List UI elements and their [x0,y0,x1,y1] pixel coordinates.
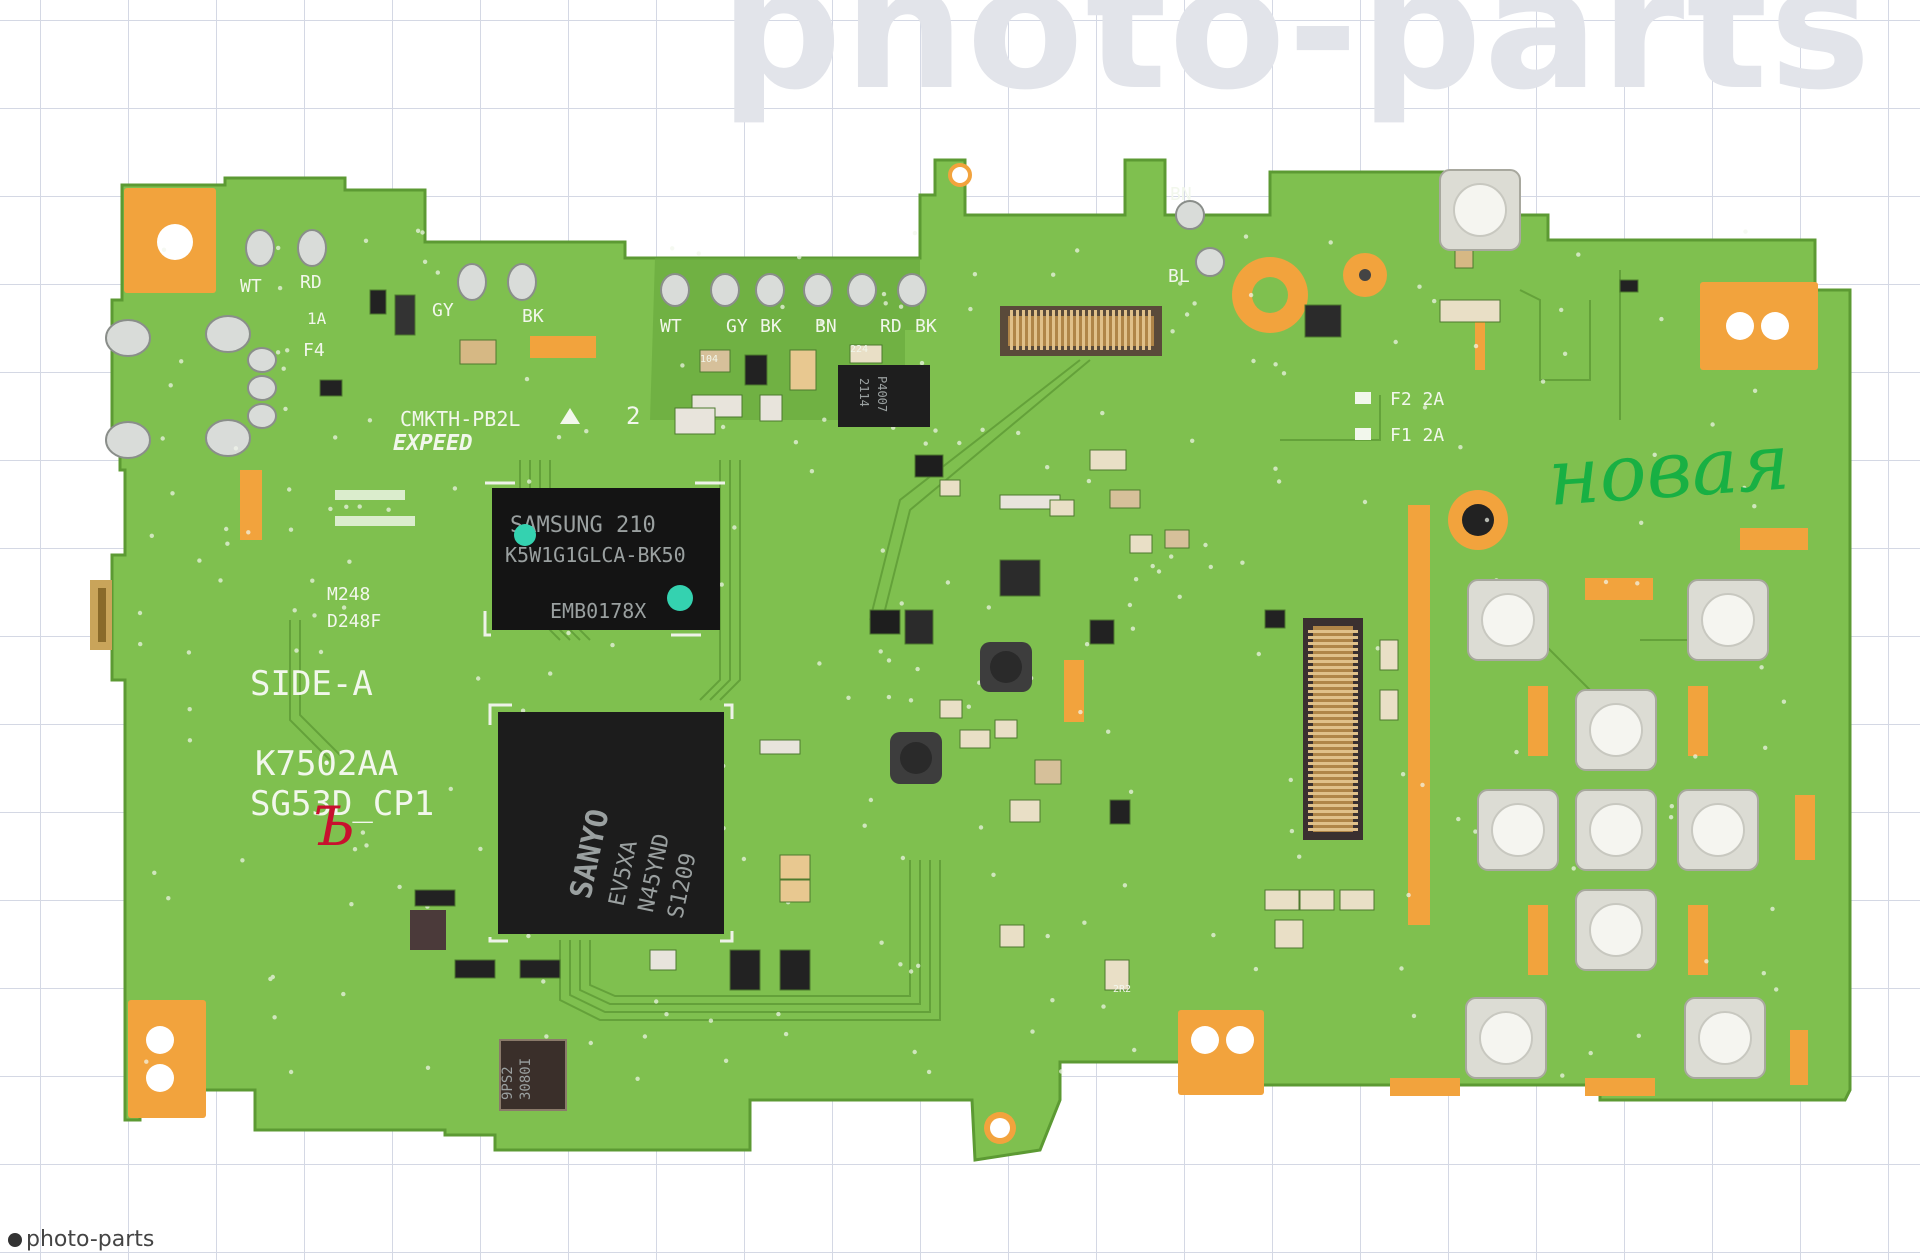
wire-label-wt2: WT [660,316,682,337]
wire-label-bn3: BN [1170,184,1192,205]
wire-label-rd2: RD [880,316,902,337]
watermark-footer: photo-parts [8,1227,154,1252]
power-ic-text-1: 2114 [857,378,871,407]
silkscreen: CMKTH-PB2L 2 EXPEED SIDE-A K7502AA SG53D… [240,184,1444,995]
handwriting: новая Ъ [312,417,1793,858]
watermark-footer-text: photo-parts [26,1227,155,1252]
logo-dot-icon [8,1232,22,1247]
ram-chip: SAMSUNG 210 K5W1G1GLCA-BK50 EMB0178X [483,481,729,637]
handwriting-red: Ъ [312,795,355,858]
left-connector [90,580,112,650]
wire-label-wt1: WT [240,276,262,297]
cap-2r2: 2R2 [1113,984,1131,995]
board-part2: SG53D_CP1 [250,784,434,824]
warning-triangle-icon [560,408,580,424]
board-brand: EXPEED [393,431,472,456]
wire-label-bl3: BL [1168,266,1190,287]
ram-text-3: EMB0178X [550,599,646,623]
inductors [410,642,1032,950]
power-ic: 2114 P4007 [838,365,930,427]
cap-104: 104 [700,354,718,365]
wire-label-bn2: BN [815,316,837,337]
osc-text-2: 3080I [518,1058,534,1100]
solder-points [105,200,1225,459]
cap-224: 224 [850,344,868,355]
oscillator-chip: 9PS2 3080I [499,1039,567,1111]
board-rev: 2 [626,402,640,430]
handwriting-green: новая [1545,417,1793,524]
fuse-1a: 1A [307,309,327,328]
board-side: SIDE-A [250,664,373,704]
fuse-f1: F1 2A [1390,425,1444,446]
watermark-top: photo-parts [720,0,1873,128]
wire-label-gy1: GY [432,300,454,321]
wire-label-gy2: GY [726,316,748,337]
d-code: D248F [327,611,381,632]
flex-connector-top [1000,306,1162,356]
wire-label-bk3: BK [915,316,937,337]
fuse-f2: F2 2A [1390,389,1444,410]
copper-pads [124,188,1818,1118]
m-code: M248 [327,584,370,605]
board-model: CMKTH-PB2L [400,407,520,431]
osc-text-1: 9PS2 [500,1066,516,1100]
power-ic-text-2: P4007 [875,376,889,412]
board-part1: K7502AA [255,744,398,784]
fuse-f4: F4 [303,340,325,361]
cpu-chip: SANYO EV5XA N45YND S1209 [488,703,734,943]
wire-label-rd1: RD [300,272,322,293]
wire-label-bk2: BK [760,316,782,337]
ram-text-2: K5W1G1GLCA-BK50 [505,543,686,567]
mounting-holes [146,163,1789,1144]
flex-connector-side [1303,618,1363,840]
wire-label-bk1: BK [522,306,544,327]
tactile-buttons [1439,169,1769,1079]
